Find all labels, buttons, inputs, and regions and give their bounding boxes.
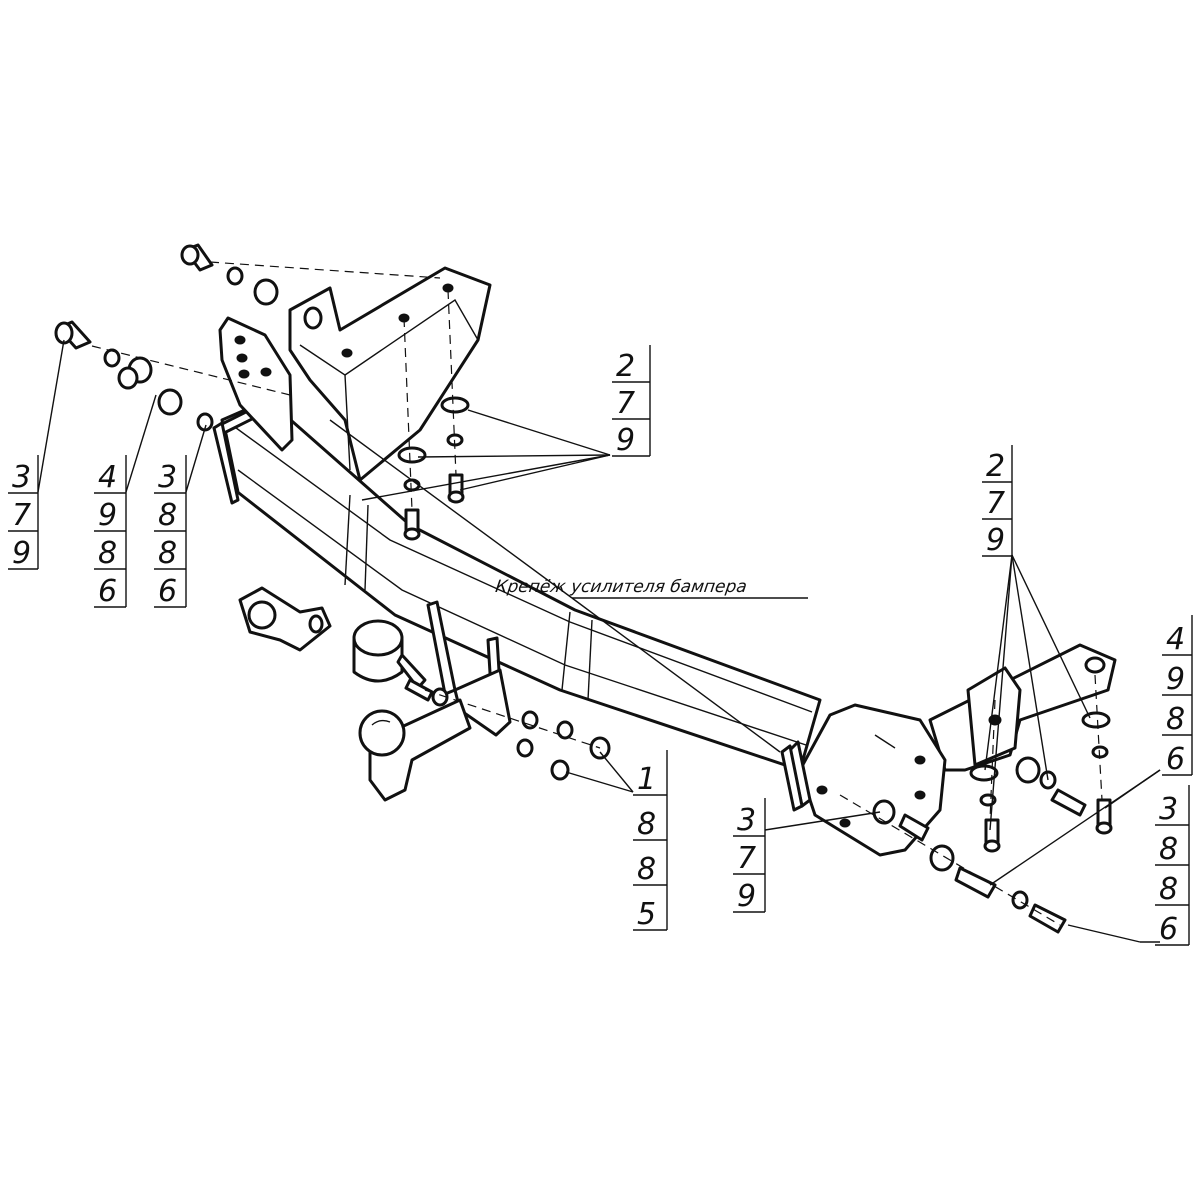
callout-number: 9 bbox=[986, 523, 1005, 558]
callout-number: 3 bbox=[737, 803, 756, 838]
callout-number: 7 bbox=[616, 386, 635, 421]
callout-number: 8 bbox=[1159, 832, 1178, 867]
callout-number: 9 bbox=[616, 423, 635, 458]
assembly-lines bbox=[91, 261, 1103, 926]
callout-number: 2 bbox=[616, 349, 635, 384]
callout-c5: 279 bbox=[982, 445, 1013, 558]
hook-mount bbox=[426, 600, 512, 737]
callout-number: 8 bbox=[158, 498, 177, 533]
callout-c4: 279 bbox=[612, 345, 651, 458]
callout-number: 4 bbox=[98, 460, 117, 495]
callout-c1: 379 bbox=[8, 455, 39, 571]
callout-number: 9 bbox=[12, 536, 31, 571]
ball-cap bbox=[352, 619, 404, 683]
callout-c6: 4 9 8 6 bbox=[1162, 615, 1193, 777]
left-top-bracket bbox=[288, 266, 492, 482]
callout-c9: 3 8 8 6 bbox=[1155, 785, 1190, 947]
bumper-reinforcement-note: Крепёж усилителя бампера bbox=[494, 577, 748, 597]
callout-number: 9 bbox=[98, 498, 117, 533]
callout-number: 7 bbox=[986, 486, 1005, 521]
callout-number: 8 bbox=[637, 852, 656, 887]
cross-beam bbox=[212, 398, 822, 772]
callout-number: 7 bbox=[737, 841, 756, 876]
callout-number: 8 bbox=[1159, 872, 1178, 907]
callout-number: 3 bbox=[1159, 792, 1178, 827]
callout-number: 9 bbox=[737, 879, 756, 914]
callout-number: 8 bbox=[1166, 702, 1185, 737]
callout-number: 5 bbox=[637, 897, 656, 932]
callout-number: 3 bbox=[158, 460, 177, 495]
callout-number: 3 bbox=[12, 460, 31, 495]
callout-number: 2 bbox=[986, 449, 1005, 484]
tow-hook bbox=[358, 698, 472, 802]
bolts bbox=[54, 243, 1113, 934]
right-bracket bbox=[928, 643, 1117, 772]
callout-number: 8 bbox=[158, 536, 177, 571]
left-side-plate bbox=[218, 316, 294, 452]
callout-number: 1 bbox=[637, 762, 656, 797]
washers-and-nuts bbox=[103, 266, 1111, 910]
callout-number: 9 bbox=[1166, 662, 1185, 697]
callout-number: 8 bbox=[637, 807, 656, 842]
socket-bracket bbox=[238, 586, 332, 652]
callout-number: 6 bbox=[1159, 912, 1178, 947]
callout-number: 4 bbox=[1166, 622, 1185, 657]
callout-number: 8 bbox=[98, 536, 117, 571]
callout-number: 6 bbox=[1166, 742, 1185, 777]
callout-number: 6 bbox=[98, 574, 117, 609]
callout-c8: 379 bbox=[733, 798, 766, 914]
leader-lines bbox=[37, 339, 1161, 943]
callout-number: 6 bbox=[158, 574, 177, 609]
callout-number: 7 bbox=[12, 498, 31, 533]
